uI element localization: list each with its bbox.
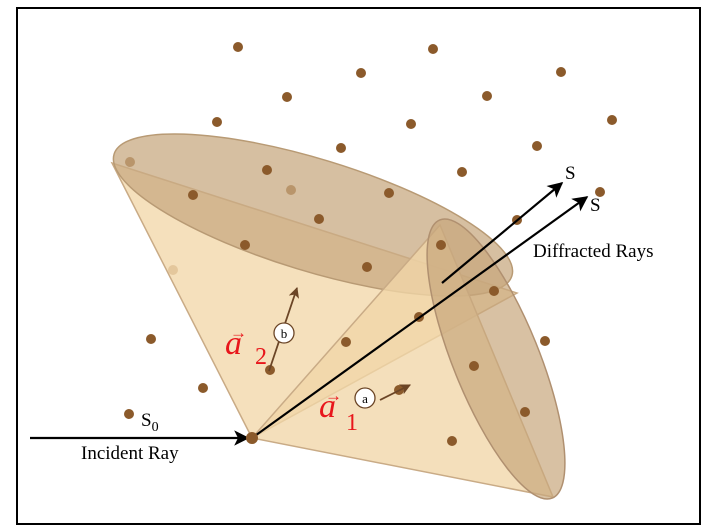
lattice-point [384, 188, 394, 198]
lattice-point [124, 409, 134, 419]
vector-a1-label: → a 1 a [319, 386, 376, 436]
lattice-point [188, 190, 198, 200]
lattice-point [314, 214, 324, 224]
vector-a2-label: → a 2 b [225, 322, 295, 370]
diffraction-cone-lower [250, 218, 566, 500]
origin-point [246, 432, 258, 444]
lattice-point [240, 240, 250, 250]
lattice-point [532, 141, 542, 151]
lattice-point [607, 115, 617, 125]
vector-a2-badge-text: b [281, 326, 288, 341]
vector-a2-subscript: 2 [255, 344, 267, 370]
lattice-point [233, 42, 243, 52]
lattice-point [540, 336, 550, 346]
lattice-point [489, 286, 499, 296]
lattice-point [595, 187, 605, 197]
lattice-point [556, 67, 566, 77]
diffracted-rays-label: Diffracted Rays [533, 241, 653, 262]
diffracted-ray-1-arrow [441, 182, 564, 284]
lattice-point [336, 143, 346, 153]
s0-main: S [141, 410, 152, 431]
vector-a1-badge-text: a [362, 391, 368, 406]
lattice-point [198, 383, 208, 393]
lattice-point [212, 117, 222, 127]
lattice-point [356, 68, 366, 78]
lattice-point [406, 119, 416, 129]
vector-arrow-glyph: → [325, 386, 342, 405]
vector-a2-letter: a [225, 325, 242, 362]
ray-label-s-second: S [590, 195, 601, 216]
diffracted-ray-2-arrow [251, 196, 589, 439]
s0-subscript: 0 [152, 420, 159, 435]
vector-a1-arrow [379, 384, 411, 401]
lattice-point [362, 262, 372, 272]
lattice-point [457, 167, 467, 177]
vector-a1-subscript: 1 [346, 410, 358, 436]
vector-a1-letter: a [319, 388, 336, 425]
lattice-point [436, 240, 446, 250]
lattice-point [428, 44, 438, 54]
vector-arrow-glyph: → [230, 323, 247, 342]
incident-ray-label: Incident Ray [81, 443, 179, 464]
lattice-points-front [188, 165, 550, 446]
vector-a1-badge [354, 387, 376, 409]
lattice-point [341, 337, 351, 347]
lattice-point [469, 361, 479, 371]
vector-a2-badge [273, 322, 295, 344]
lattice-point [282, 92, 292, 102]
lattice-point [262, 165, 272, 175]
lattice-point [146, 334, 156, 344]
ray-label-s-top: S [565, 163, 576, 184]
lattice-point [520, 407, 530, 417]
lattice-point [482, 91, 492, 101]
s0-label: S0 [141, 410, 159, 435]
lattice-point [447, 436, 457, 446]
